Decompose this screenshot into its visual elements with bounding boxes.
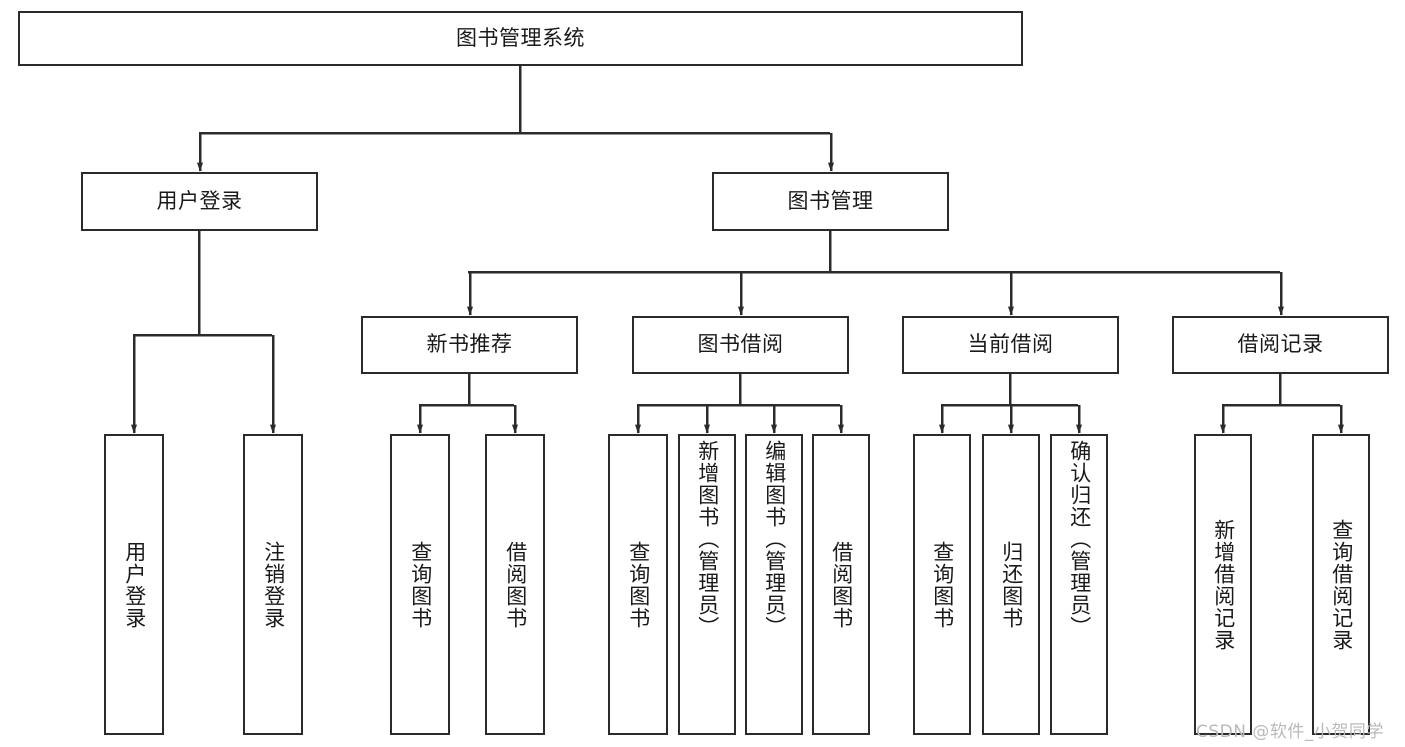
node-label-borrow-record: 借阅记录 — [1237, 332, 1324, 357]
node-leaf-query-record[interactable]: 查询借阅记录 — [1312, 434, 1370, 735]
csdn-watermark: CSDN @软件_小贺同学 — [1196, 722, 1384, 742]
node-label-leaf-borrow-book-2: 借阅图书 — [829, 540, 854, 629]
node-borrow-record[interactable]: 借阅记录 — [1172, 316, 1389, 374]
node-leaf-user-logout[interactable]: 注销登录 — [243, 434, 303, 735]
node-label-leaf-add-record: 新增借阅记录 — [1211, 518, 1236, 651]
node-book-borrow[interactable]: 图书借阅 — [632, 316, 849, 374]
node-root[interactable]: 图书管理系统 — [18, 11, 1023, 66]
node-label-book-borrow: 图书借阅 — [697, 332, 784, 357]
node-leaf-edit-book[interactable]: 编辑图书（管理员） — [745, 434, 803, 735]
node-label-leaf-borrow-book-1: 借阅图书 — [503, 540, 528, 629]
node-new-book-recommend[interactable]: 新书推荐 — [361, 316, 578, 374]
node-book-manage[interactable]: 图书管理 — [712, 172, 949, 231]
node-leaf-query-book-3[interactable]: 查询图书 — [913, 434, 971, 735]
node-label-leaf-add-book: 新增图书（管理员） — [695, 440, 720, 638]
node-label-leaf-user-login: 用户登录 — [122, 540, 147, 629]
node-label-leaf-user-logout: 注销登录 — [261, 540, 286, 629]
node-leaf-query-book-1[interactable]: 查询图书 — [390, 434, 450, 735]
node-leaf-add-book[interactable]: 新增图书（管理员） — [678, 434, 736, 735]
node-leaf-borrow-book-1[interactable]: 借阅图书 — [485, 434, 545, 735]
node-label-user-login: 用户登录 — [156, 188, 243, 213]
node-label-leaf-query-book-3: 查询图书 — [930, 540, 955, 629]
node-leaf-user-login[interactable]: 用户登录 — [104, 434, 164, 735]
node-leaf-query-book-2[interactable]: 查询图书 — [608, 434, 668, 735]
node-leaf-return-book[interactable]: 归还图书 — [982, 434, 1040, 735]
node-leaf-add-record[interactable]: 新增借阅记录 — [1194, 434, 1252, 735]
node-label-leaf-edit-book: 编辑图书（管理员） — [762, 440, 787, 638]
node-user-login[interactable]: 用户登录 — [81, 172, 318, 231]
node-leaf-confirm-return[interactable]: 确认归还（管理员） — [1050, 434, 1108, 735]
node-current-borrow[interactable]: 当前借阅 — [902, 316, 1119, 374]
node-label-leaf-query-book-2: 查询图书 — [626, 540, 651, 629]
node-leaf-borrow-book-2[interactable]: 借阅图书 — [812, 434, 870, 735]
node-label-leaf-query-book-1: 查询图书 — [408, 540, 433, 629]
node-label-leaf-confirm-return: 确认归还（管理员） — [1067, 440, 1092, 638]
node-label-book-manage: 图书管理 — [787, 188, 874, 213]
node-label-current-borrow: 当前借阅 — [967, 332, 1054, 357]
node-label-new-book-recommend: 新书推荐 — [426, 332, 513, 357]
node-label-leaf-return-book: 归还图书 — [999, 540, 1024, 629]
node-label-leaf-query-record: 查询借阅记录 — [1329, 518, 1354, 651]
node-label-root: 图书管理系统 — [456, 25, 585, 50]
